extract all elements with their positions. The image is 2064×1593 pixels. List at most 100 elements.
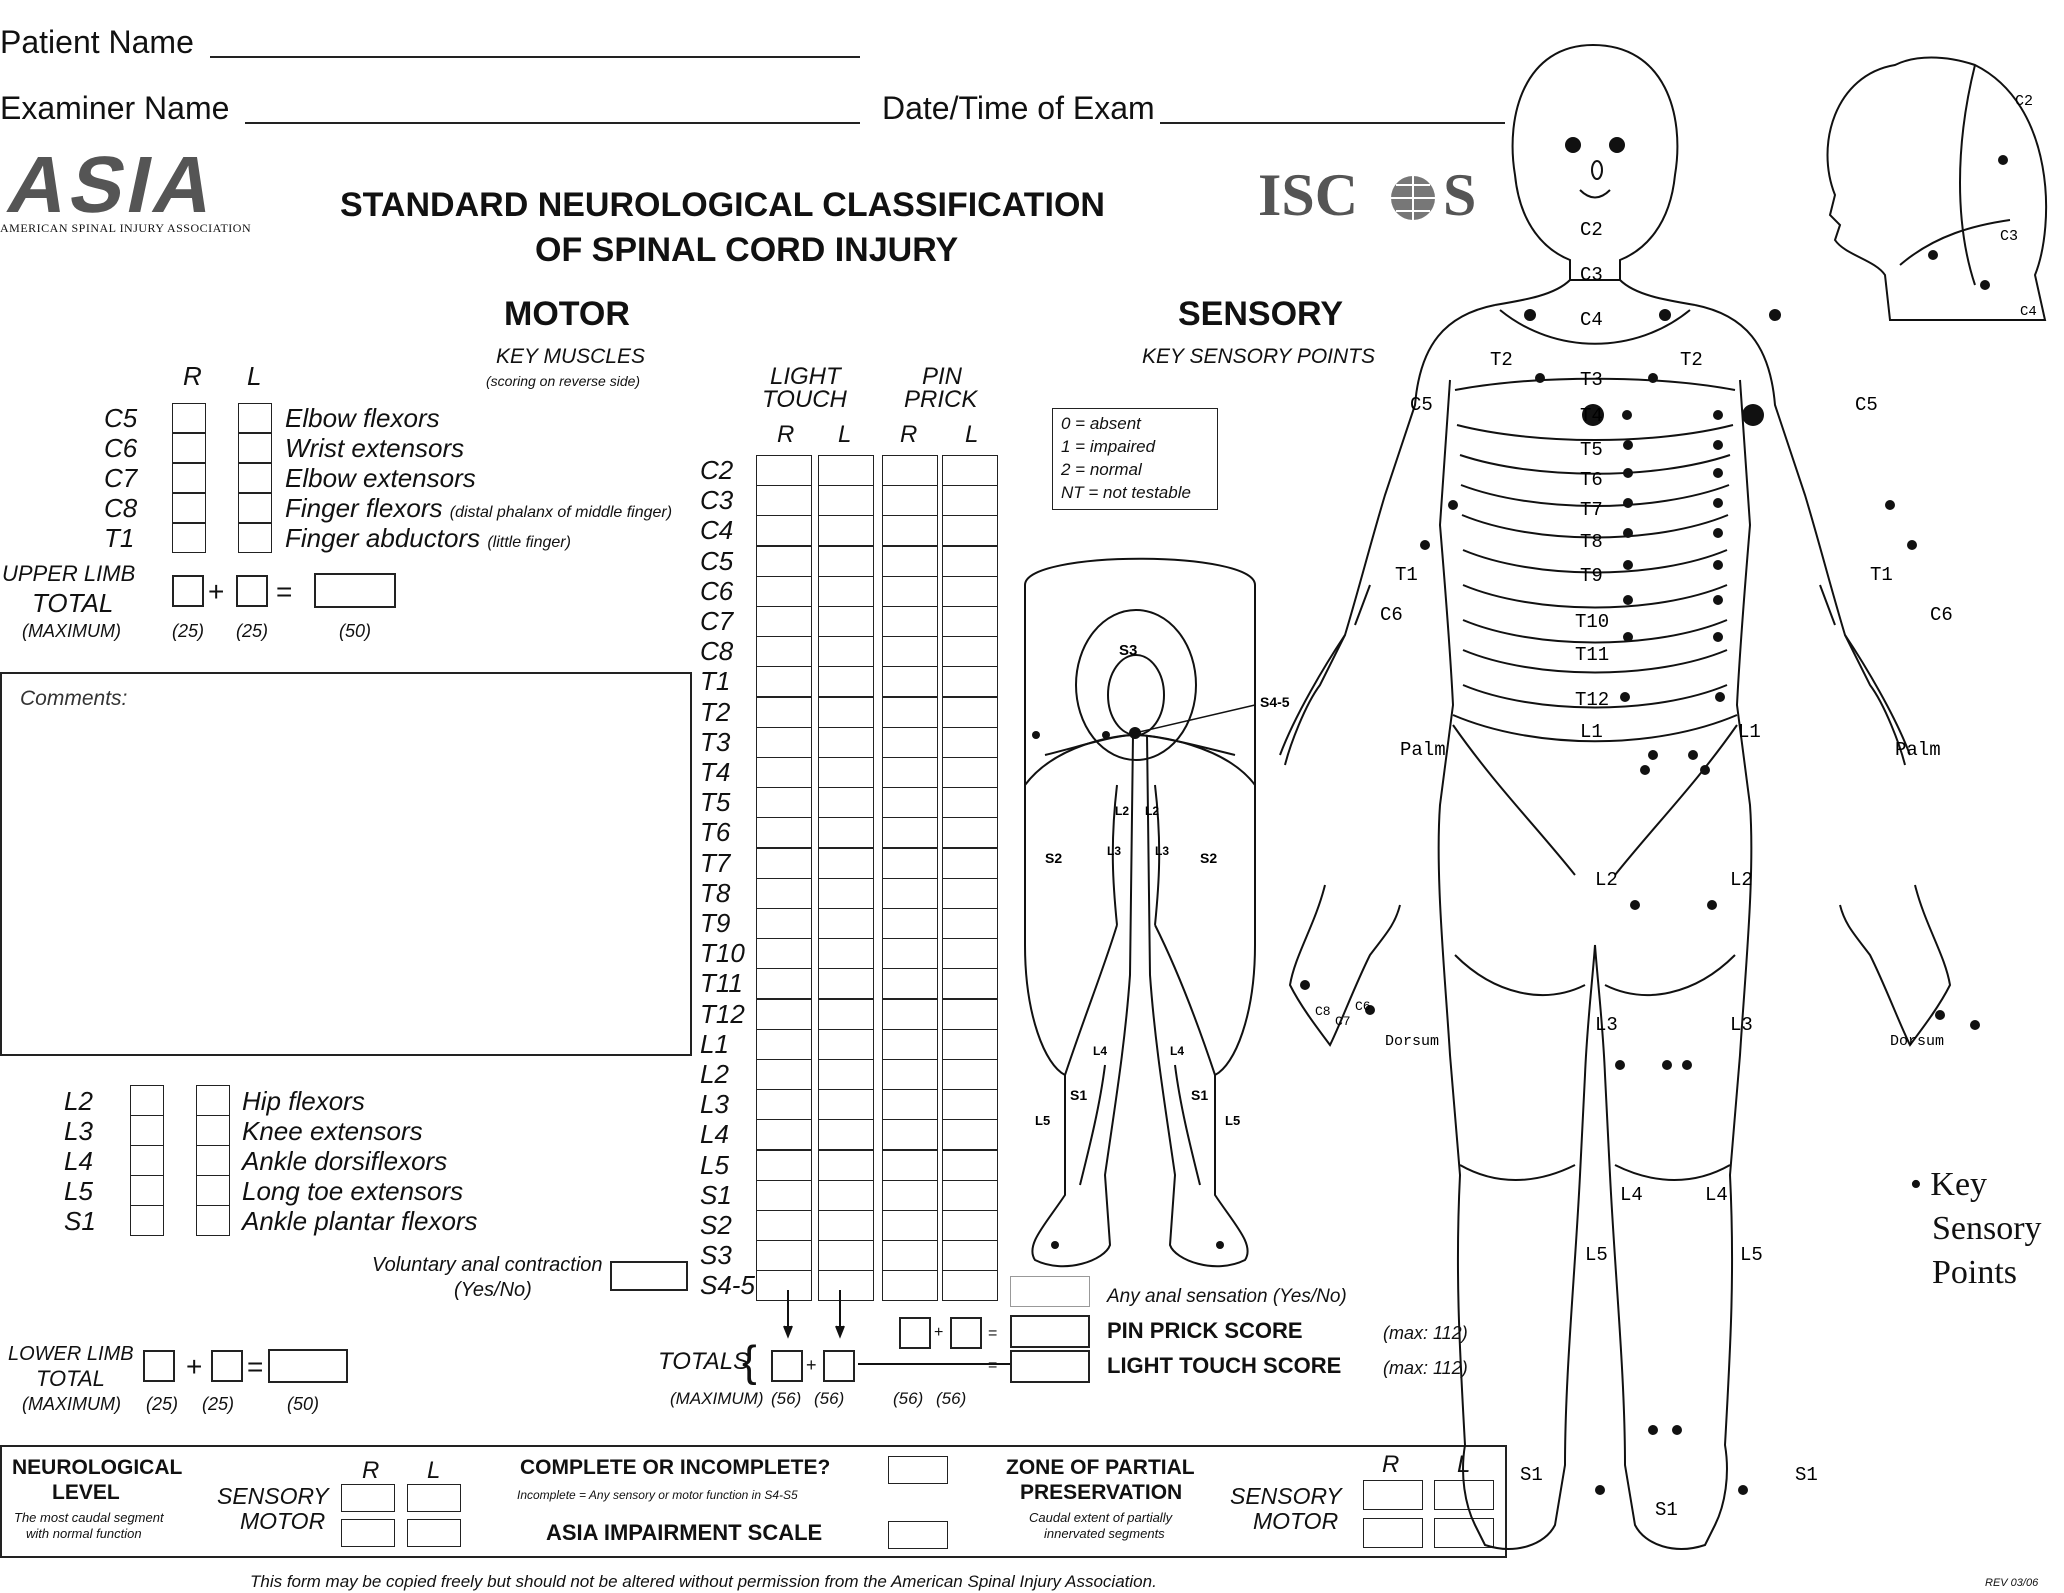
zpp-sensory-r-box[interactable]: [1363, 1480, 1423, 1510]
sensory-cell[interactable]: [882, 485, 938, 516]
sensory-cell[interactable]: [942, 1089, 998, 1120]
sensory-cell[interactable]: [942, 1029, 998, 1060]
sensory-cell[interactable]: [756, 1180, 812, 1211]
sensory-cell[interactable]: [756, 1059, 812, 1090]
sensory-cell[interactable]: [818, 1270, 874, 1301]
totals-lt-r-box[interactable]: [771, 1350, 803, 1382]
lower-motor-r-box[interactable]: [130, 1205, 164, 1236]
lower-motor-l-box[interactable]: [196, 1085, 230, 1116]
sensory-cell[interactable]: [942, 515, 998, 546]
sensory-cell[interactable]: [942, 546, 998, 577]
sensory-cell[interactable]: [942, 455, 998, 486]
neuro-sensory-l-box[interactable]: [407, 1484, 461, 1512]
sensory-cell[interactable]: [818, 666, 874, 697]
lower-motor-r-box[interactable]: [130, 1085, 164, 1116]
sensory-cell[interactable]: [942, 848, 998, 879]
upper-motor-l-box[interactable]: [238, 403, 272, 433]
sensory-cell[interactable]: [942, 727, 998, 758]
neuro-motor-l-box[interactable]: [407, 1519, 461, 1547]
sensory-cell[interactable]: [756, 1240, 812, 1271]
sensory-cell[interactable]: [942, 878, 998, 909]
sensory-cell[interactable]: [756, 727, 812, 758]
sensory-cell[interactable]: [942, 999, 998, 1030]
sensory-cell[interactable]: [818, 485, 874, 516]
sensory-cell[interactable]: [756, 697, 812, 728]
any-anal-sensation-box[interactable]: [1010, 1276, 1090, 1307]
sensory-cell[interactable]: [756, 787, 812, 818]
sensory-cell[interactable]: [818, 908, 874, 939]
exam-date-field[interactable]: [1160, 122, 1505, 124]
lower-total-r-box[interactable]: [143, 1350, 175, 1382]
sensory-cell[interactable]: [882, 666, 938, 697]
upper-motor-r-box[interactable]: [172, 463, 206, 493]
sensory-cell[interactable]: [756, 515, 812, 546]
neuro-motor-r-box[interactable]: [341, 1519, 395, 1547]
lower-total-l-box[interactable]: [211, 1350, 243, 1382]
sensory-cell[interactable]: [756, 1150, 812, 1181]
sensory-cell[interactable]: [818, 727, 874, 758]
sensory-cell[interactable]: [756, 968, 812, 999]
asia-impairment-scale-box[interactable]: [888, 1521, 948, 1549]
lower-motor-r-box[interactable]: [130, 1145, 164, 1176]
sensory-cell[interactable]: [756, 878, 812, 909]
sensory-cell[interactable]: [882, 546, 938, 577]
sensory-cell[interactable]: [818, 697, 874, 728]
sensory-cell[interactable]: [882, 1089, 938, 1120]
sensory-cell[interactable]: [942, 787, 998, 818]
sensory-cell[interactable]: [818, 546, 874, 577]
sensory-cell[interactable]: [818, 1150, 874, 1181]
sensory-cell[interactable]: [818, 1240, 874, 1271]
sensory-cell[interactable]: [818, 787, 874, 818]
sensory-cell[interactable]: [882, 878, 938, 909]
sensory-cell[interactable]: [882, 848, 938, 879]
totals-pp-l-box[interactable]: [950, 1317, 982, 1349]
upper-motor-l-box[interactable]: [238, 433, 272, 463]
sensory-cell[interactable]: [882, 1270, 938, 1301]
lower-motor-l-box[interactable]: [196, 1175, 230, 1206]
sensory-cell[interactable]: [818, 1029, 874, 1060]
sensory-cell[interactable]: [756, 817, 812, 848]
sensory-cell[interactable]: [942, 666, 998, 697]
lower-motor-r-box[interactable]: [130, 1175, 164, 1206]
sensory-cell[interactable]: [942, 1059, 998, 1090]
sensory-cell[interactable]: [882, 1029, 938, 1060]
neuro-sensory-r-box[interactable]: [341, 1484, 395, 1512]
upper-motor-r-box[interactable]: [172, 403, 206, 433]
sensory-cell[interactable]: [756, 908, 812, 939]
sensory-cell[interactable]: [942, 938, 998, 969]
sensory-cell[interactable]: [756, 1029, 812, 1060]
sensory-cell[interactable]: [818, 757, 874, 788]
upper-total-l-box[interactable]: [236, 575, 268, 607]
sensory-cell[interactable]: [882, 697, 938, 728]
sensory-cell[interactable]: [882, 1180, 938, 1211]
sensory-cell[interactable]: [882, 999, 938, 1030]
sensory-cell[interactable]: [942, 636, 998, 667]
upper-motor-r-box[interactable]: [172, 433, 206, 463]
sensory-cell[interactable]: [818, 606, 874, 637]
sensory-cell[interactable]: [756, 1089, 812, 1120]
upper-total-sum-box[interactable]: [314, 573, 396, 608]
sensory-cell[interactable]: [942, 1119, 998, 1150]
sensory-cell[interactable]: [882, 515, 938, 546]
sensory-cell[interactable]: [818, 878, 874, 909]
comments-box[interactable]: Comments:: [0, 672, 692, 1056]
sensory-cell[interactable]: [756, 1270, 812, 1301]
sensory-cell[interactable]: [818, 455, 874, 486]
upper-motor-l-box[interactable]: [238, 493, 272, 523]
sensory-cell[interactable]: [882, 1150, 938, 1181]
sensory-cell[interactable]: [942, 1270, 998, 1301]
sensory-cell[interactable]: [756, 1210, 812, 1241]
sensory-cell[interactable]: [882, 727, 938, 758]
sensory-cell[interactable]: [756, 576, 812, 607]
sensory-cell[interactable]: [818, 968, 874, 999]
sensory-cell[interactable]: [942, 697, 998, 728]
sensory-cell[interactable]: [818, 817, 874, 848]
upper-motor-r-box[interactable]: [172, 523, 206, 553]
complete-incomplete-box[interactable]: [888, 1456, 948, 1484]
sensory-cell[interactable]: [942, 817, 998, 848]
sensory-cell[interactable]: [756, 938, 812, 969]
sensory-cell[interactable]: [882, 606, 938, 637]
sensory-cell[interactable]: [882, 576, 938, 607]
patient-name-field[interactable]: [210, 56, 860, 58]
sensory-cell[interactable]: [942, 1240, 998, 1271]
